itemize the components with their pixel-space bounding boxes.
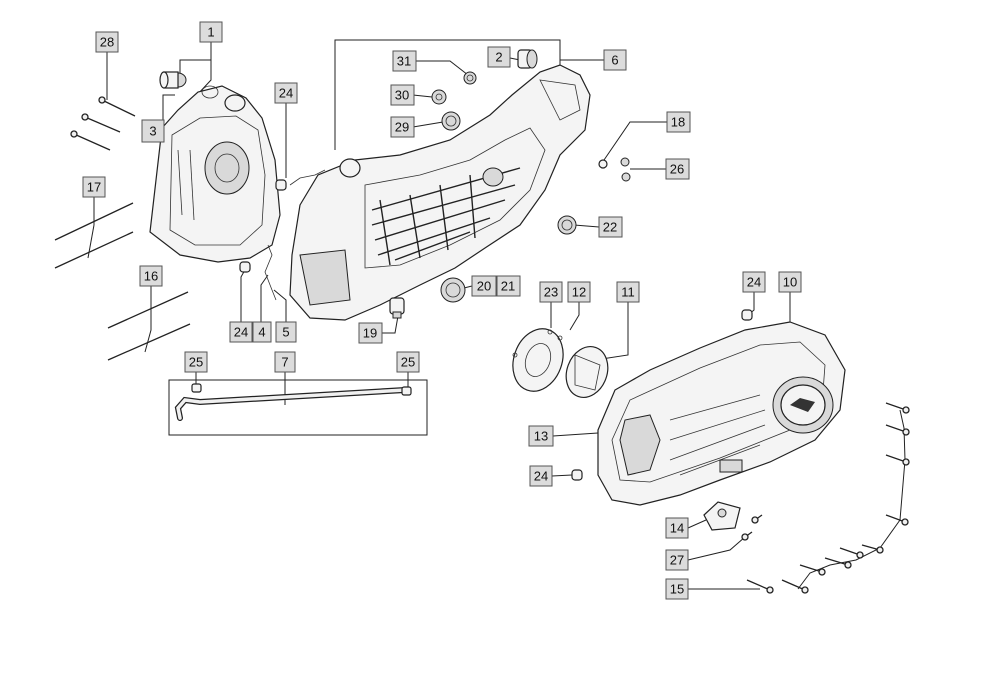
callout-28: 28	[95, 31, 119, 53]
svg-text:22: 22	[603, 220, 617, 235]
callout-23: 23	[539, 281, 563, 303]
callout-17: 17	[82, 176, 106, 198]
callout-16: 16	[139, 265, 163, 287]
bolts-part-15	[746, 402, 910, 594]
callout-24-top: 24	[274, 82, 298, 104]
svg-text:27: 27	[670, 553, 684, 568]
callout-5: 5	[275, 321, 297, 343]
callout-31: 31	[392, 50, 417, 72]
callout-27: 27	[665, 549, 689, 571]
studs-part-16	[107, 291, 191, 361]
svg-text:10: 10	[783, 275, 797, 290]
svg-text:7: 7	[281, 355, 288, 370]
svg-text:19: 19	[363, 326, 377, 341]
callout-24-right-bottom: 24	[529, 465, 553, 487]
svg-text:29: 29	[395, 120, 409, 135]
callout-20: 20	[471, 275, 497, 297]
callout-7: 7	[274, 351, 296, 373]
callout-24-right-top: 24	[742, 271, 766, 293]
seal-part-30	[431, 89, 447, 105]
svg-text:25: 25	[401, 355, 415, 370]
callout-3: 3	[141, 119, 165, 143]
callout-11: 11	[616, 281, 640, 303]
svg-text:15: 15	[670, 582, 684, 597]
seal-part-20-21	[440, 277, 466, 303]
callout-18: 18	[666, 111, 691, 133]
svg-text:14: 14	[670, 521, 684, 536]
dowel-and-clip-parts	[239, 169, 326, 301]
callout-24-left: 24	[229, 321, 253, 343]
seal-part-22	[557, 215, 577, 235]
svg-text:21: 21	[501, 279, 515, 294]
bushing-part-3	[159, 71, 187, 89]
callout-12: 12	[567, 281, 591, 303]
callout-10: 10	[778, 271, 802, 293]
callout-labels: 28 1 3 17 16 24 24 4 5 25 7 25 31 2 6 30…	[82, 21, 802, 600]
callout-29: 29	[390, 116, 415, 138]
svg-text:3: 3	[149, 124, 156, 139]
callout-4: 4	[252, 321, 272, 343]
callout-19: 19	[358, 322, 383, 344]
svg-text:24: 24	[234, 325, 248, 340]
svg-text:12: 12	[572, 285, 586, 300]
plate-part-11	[565, 346, 609, 398]
drain-plug-part-19	[389, 297, 405, 319]
callout-2: 2	[487, 46, 511, 68]
callout-15: 15	[665, 578, 689, 600]
svg-text:24: 24	[747, 275, 761, 290]
callout-21: 21	[496, 275, 521, 297]
svg-text:1: 1	[207, 25, 214, 40]
svg-text:17: 17	[87, 180, 101, 195]
svg-text:28: 28	[100, 35, 114, 50]
crankcase-main-half	[289, 64, 591, 321]
svg-text:16: 16	[144, 269, 158, 284]
svg-text:20: 20	[477, 279, 491, 294]
callout-25-left: 25	[184, 351, 208, 373]
svg-text:13: 13	[534, 429, 548, 444]
gasket-part-12	[512, 328, 564, 392]
bracket-part-14	[703, 501, 741, 531]
studs-part-17	[54, 202, 134, 269]
callout-14: 14	[665, 517, 689, 539]
callout-26: 26	[665, 158, 690, 180]
callout-25-right: 25	[396, 351, 420, 373]
crankcase-left-half	[149, 85, 281, 263]
screws-part-27	[741, 514, 763, 541]
callout-13: 13	[528, 425, 554, 447]
svg-text:23: 23	[544, 285, 558, 300]
svg-text:4: 4	[258, 325, 265, 340]
small-parts-18-26	[598, 157, 631, 182]
svg-text:25: 25	[189, 355, 203, 370]
breather-pipe-part-7	[174, 383, 412, 421]
seal-part-29	[441, 111, 461, 131]
transmission-cover-part-10	[597, 321, 846, 506]
bushing-part-2	[517, 49, 538, 69]
bolts-part-28	[70, 96, 136, 151]
svg-text:5: 5	[282, 325, 289, 340]
svg-text:24: 24	[279, 86, 293, 101]
callout-1: 1	[199, 21, 223, 43]
svg-text:24: 24	[534, 469, 548, 484]
svg-text:18: 18	[671, 115, 685, 130]
dowels-part-24-right	[571, 309, 753, 481]
callout-6: 6	[603, 49, 627, 71]
svg-text:26: 26	[670, 162, 684, 177]
svg-text:6: 6	[611, 53, 618, 68]
svg-text:30: 30	[395, 88, 409, 103]
seal-part-31	[463, 71, 477, 85]
svg-text:31: 31	[397, 54, 411, 69]
svg-text:2: 2	[495, 50, 502, 65]
callout-30: 30	[390, 84, 415, 106]
callout-22: 22	[598, 216, 623, 238]
svg-text:11: 11	[621, 285, 635, 300]
